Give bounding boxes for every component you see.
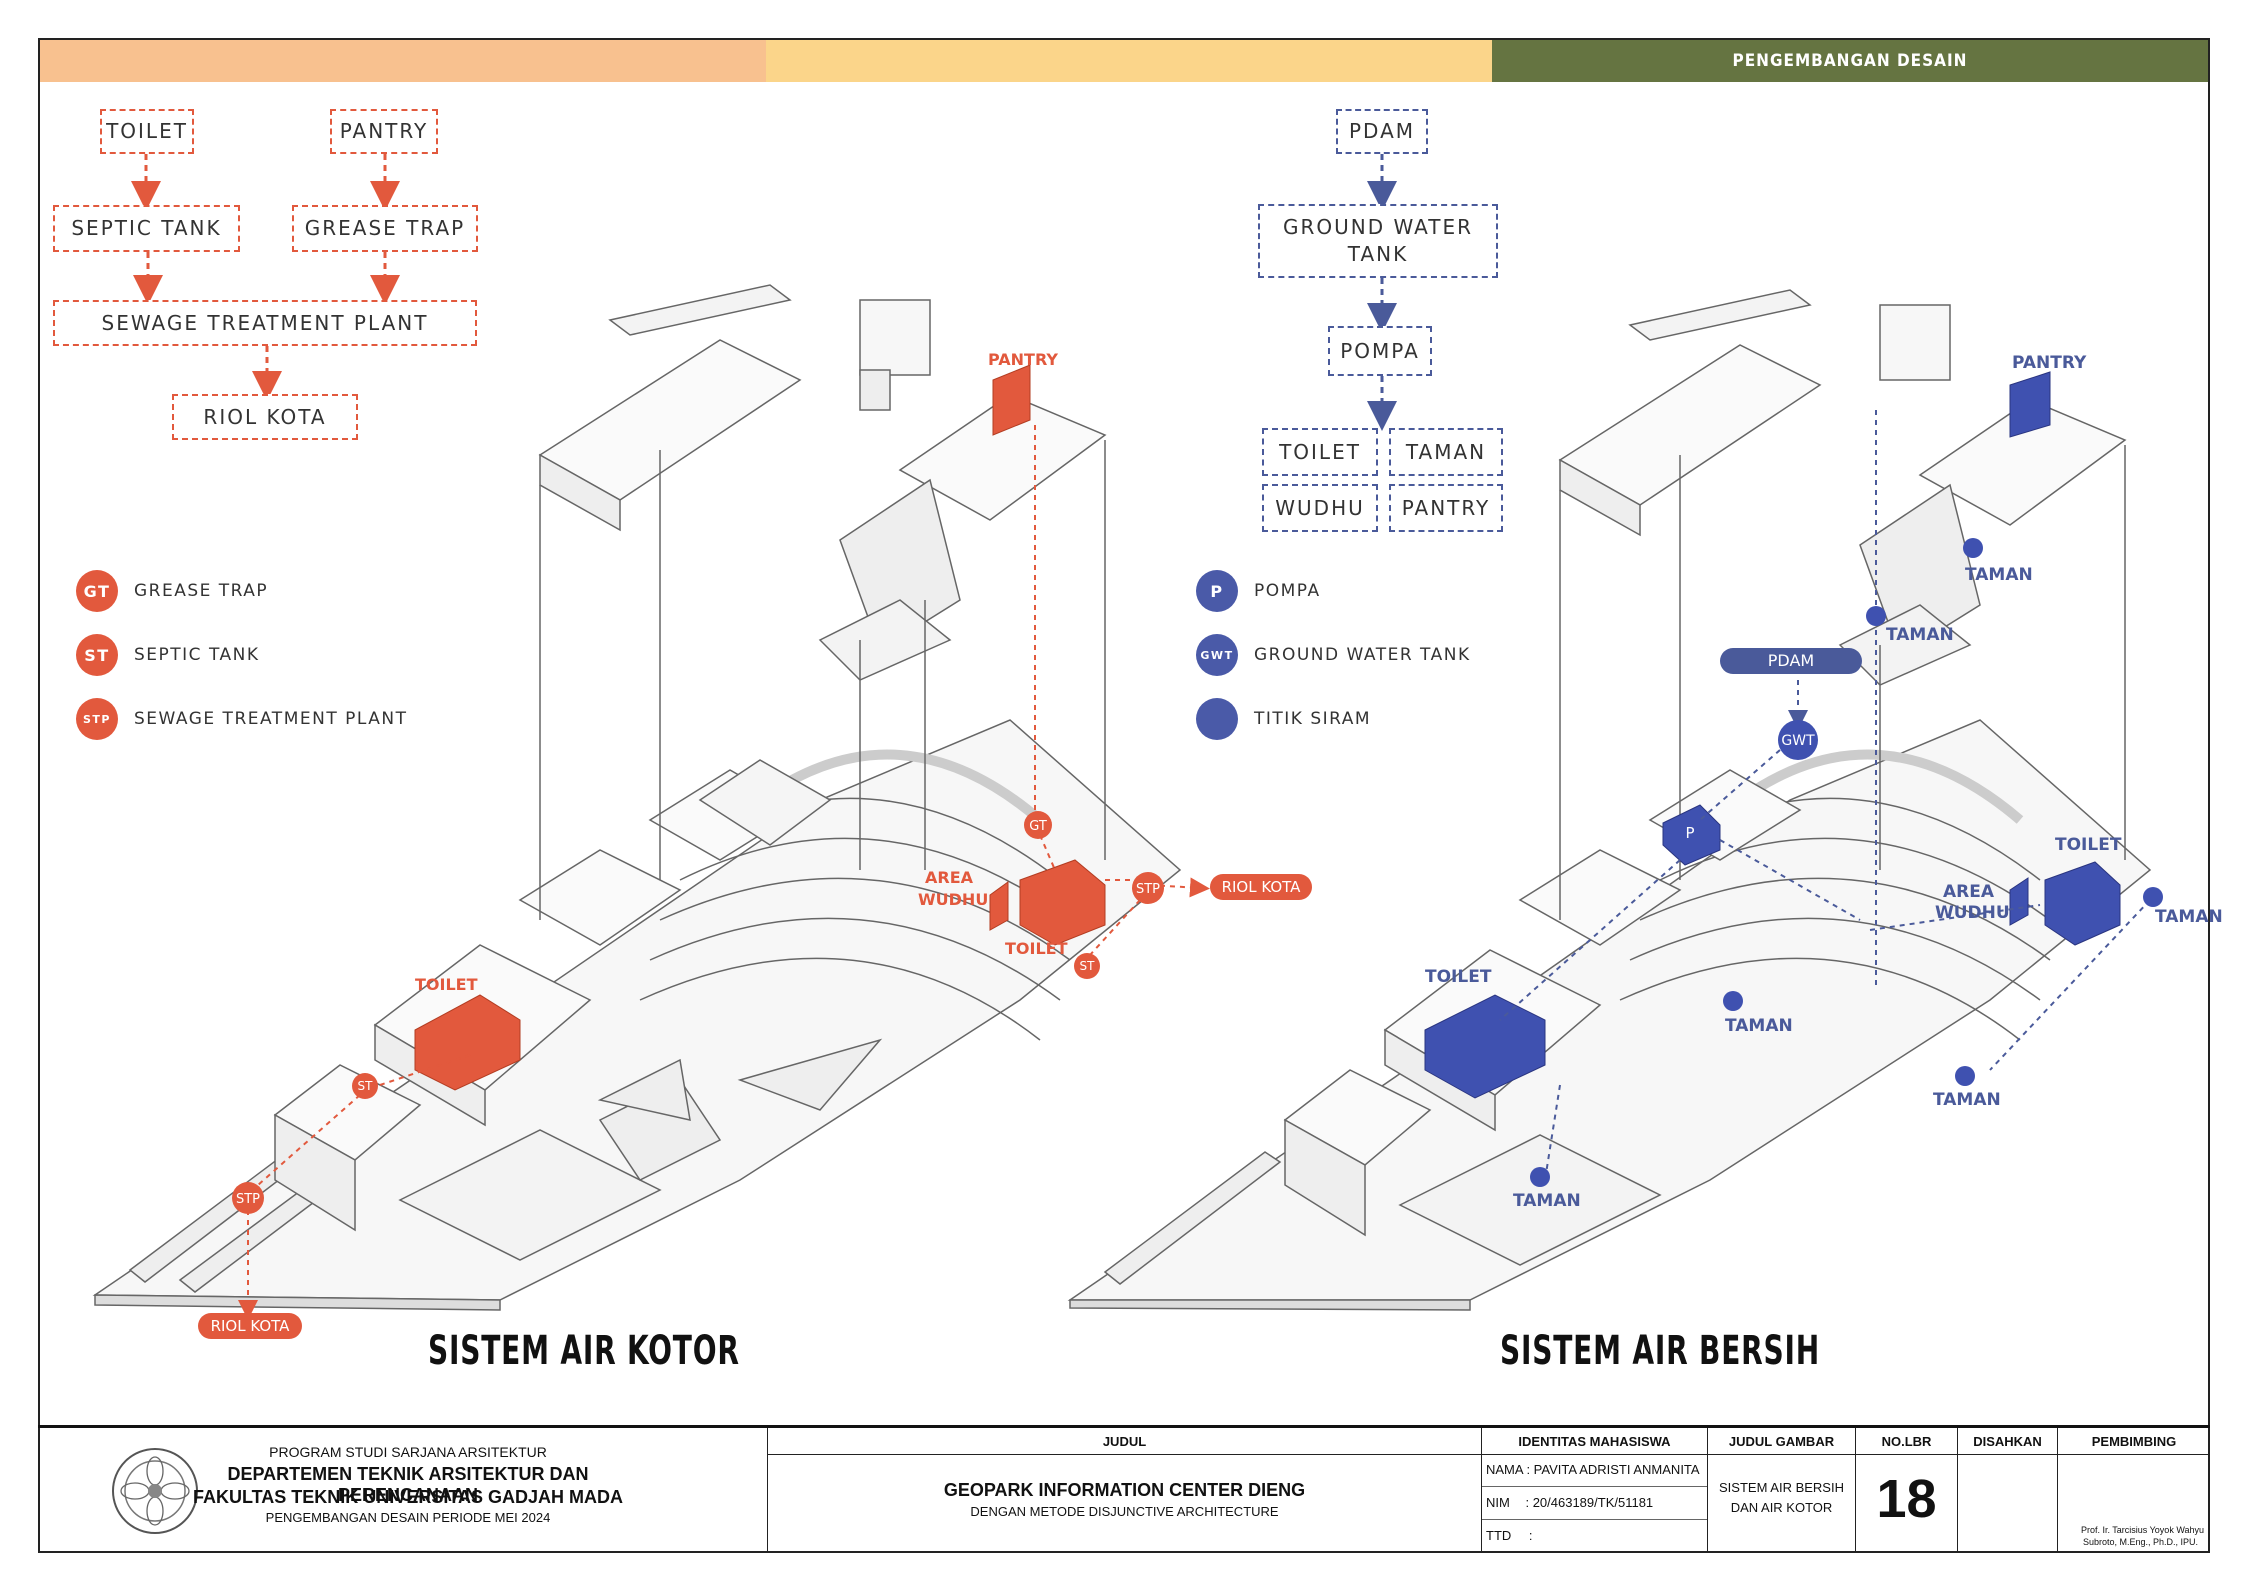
left-red-markers [198, 811, 1312, 1339]
tb-no-lbr: NO.LBR 18 [1856, 1428, 1958, 1553]
flow-taman-box: TAMAN [1389, 428, 1503, 476]
tb-period: PENGEMBANGAN DESAIN PERIODE MEI 2024 [265, 1510, 551, 1525]
left-red-fixtures [414, 364, 1106, 1091]
label-toilet-left: TOILET [415, 975, 478, 994]
left-red-pipes [238, 425, 1210, 1320]
label-wudhu: WUDHU [1935, 903, 2010, 923]
tb-drawing-title-2: DAN AIR KOTOR [1730, 1500, 1833, 1515]
tb-program: PROGRAM STUDI SARJANA ARSITEKTUR [269, 1444, 547, 1460]
flow-pompa-box: POMPA [1328, 326, 1432, 376]
label-pantry: PANTRY [988, 350, 1058, 369]
tb-project-title: GEOPARK INFORMATION CENTER DIENG [943, 1480, 1306, 1500]
tb-department: DEPARTEMEN TEKNIK ARSITEKTUR DAN PERENCA… [227, 1464, 589, 1505]
dirty-flow-arrows [131, 154, 400, 401]
legend-titik-siram-icon [1196, 698, 1238, 740]
label-taman-1: TAMAN [1965, 565, 2033, 585]
tb-supervisor-1: Prof. Ir. Tarcisius Yoyok Wahyu [2080, 1525, 2204, 1535]
right-blue-markers [1530, 538, 2163, 1187]
flow-pdam-box: PDAM [1336, 109, 1428, 154]
right-blue-labels: PANTRY TAMAN TAMAN PDAM GWT P TOILET ARE… [1425, 353, 2223, 1211]
tb-nim: : 20/463189/TK/51181 [1525, 1495, 1654, 1510]
title-sistem-air-kotor: SISTEM AIR KOTOR [428, 1328, 740, 1374]
label-wudhu: WUDHU [918, 890, 988, 909]
tb-institution: PROGRAM STUDI SARJANA ARSITEKTUR DEPARTE… [38, 1428, 768, 1553]
flow-grease-trap-box: GREASE TRAP [292, 205, 478, 252]
label-toilet-right: TOILET [2055, 835, 2122, 855]
flow-toilet-box: TOILET [100, 109, 194, 154]
legend-pompa: P POMPA [1196, 570, 1321, 612]
flow-gwt-box: GROUND WATER TANK [1258, 204, 1498, 278]
tb-judul-gambar: JUDUL GAMBAR SISTEM AIR BERSIH DAN AIR K… [1708, 1428, 1856, 1553]
right-building [1067, 289, 2152, 1311]
label-taman-5: TAMAN [1933, 1090, 2001, 1110]
marker-st-right: ST [1080, 959, 1096, 973]
tb-supervisor-2: Subroto, M.Eng., Ph.D., IPU. [2082, 1537, 2198, 1547]
legend-gt-icon: GT [76, 570, 118, 612]
label-riol-kota-left: RIOL KOTA [211, 1317, 291, 1335]
tb-nama: NAMA : PAVITA ADRISTI ANMANITA [1482, 1454, 1707, 1487]
marker-stp-left: STP [236, 1192, 260, 1207]
legend-septic-tank: ST SEPTIC TANK [76, 634, 260, 676]
right-blue-pipes [1499, 410, 2151, 1181]
marker-stp: STP [1136, 882, 1160, 897]
flow-wudhu-box: WUDHU [1262, 484, 1378, 532]
tb-project-subtitle: DENGAN METODE DISJUNCTIVE ARCHITECTURE [970, 1504, 1279, 1519]
label-toilet-left: TOILET [1425, 967, 1492, 987]
legend-p-icon: P [1196, 570, 1238, 612]
tb-drawing-title-1: SISTEM AIR BERSIH [1719, 1480, 1844, 1495]
flow-pantry-box: PANTRY [1389, 484, 1503, 532]
label-taman-2: TAMAN [1886, 625, 1954, 645]
tb-disahkan: DISAHKAN [1958, 1428, 2058, 1553]
legend-titik-siram: TITIK SIRAM [1196, 698, 1371, 740]
flow-pantry-box: PANTRY [330, 109, 438, 154]
label-pdam: PDAM [1768, 651, 1814, 670]
legend-stp-icon: STP [76, 698, 118, 740]
flow-septic-tank-box: SEPTIC TANK [53, 205, 240, 252]
flow-riol-kota-box: RIOL KOTA [172, 394, 358, 440]
legend-st-icon: ST [76, 634, 118, 676]
marker-gt: GT [1029, 819, 1047, 834]
title-block: PROGRAM STUDI SARJANA ARSITEKTUR DEPARTE… [38, 1425, 2210, 1553]
flow-toilet-box: TOILET [1262, 428, 1378, 476]
tb-nim-row: NIM : 20/463189/TK/51181 [1482, 1487, 1707, 1520]
title-sistem-air-bersih: SISTEM AIR BERSIH [1500, 1328, 1821, 1374]
tb-pembimbing: PEMBIMBING Prof. Ir. Tarcisius Yoyok Wah… [2058, 1428, 2210, 1553]
tb-faculty: FAKULTAS TEKNIK UNIVERSITAS GADJAH MADA [192, 1487, 623, 1507]
left-red-labels: PANTRY GT STP RIOL KOTA AREA WUDHU TOILE… [211, 350, 1302, 1335]
tb-identitas: IDENTITAS MAHASISWA NAMA : PAVITA ADRIST… [1482, 1428, 1708, 1553]
tb-sheet-number: 18 [1876, 1469, 1937, 1529]
ugm-seal-icon [112, 1448, 198, 1534]
marker-st-left: ST [358, 1079, 374, 1093]
label-pantry: PANTRY [2012, 353, 2087, 373]
label-riol-kota-right: RIOL KOTA [1222, 878, 1302, 896]
tb-ttd-row: TTD : [1486, 1528, 1533, 1543]
label-area: AREA [1943, 882, 1995, 902]
right-blue-fixtures [1424, 371, 2121, 1099]
header-band-yellow [766, 40, 1492, 82]
marker-p: P [1685, 824, 1694, 842]
label-taman-6: TAMAN [1513, 1191, 1581, 1211]
legend-grease-trap: GT GREASE TRAP [76, 570, 268, 612]
legend-stp: STP SEWAGE TREATMENT PLANT [76, 698, 407, 740]
legend-gwt: GWT GROUND WATER TANK [1196, 634, 1471, 676]
label-toilet-right: TOILET [1005, 939, 1068, 958]
flow-stp-box: SEWAGE TREATMENT PLANT [53, 300, 477, 346]
header-band-orange [40, 40, 766, 82]
label-taman-3: TAMAN [2155, 907, 2223, 927]
tb-judul: JUDUL GEOPARK INFORMATION CENTER DIENG D… [768, 1428, 1482, 1553]
label-taman-4: TAMAN [1725, 1016, 1793, 1036]
legend-gwt-icon: GWT [1196, 634, 1238, 676]
label-area: AREA [925, 868, 974, 887]
section-tag: PENGEMBANGAN DESAIN [1492, 40, 2208, 82]
marker-gwt: GWT [1781, 733, 1815, 749]
